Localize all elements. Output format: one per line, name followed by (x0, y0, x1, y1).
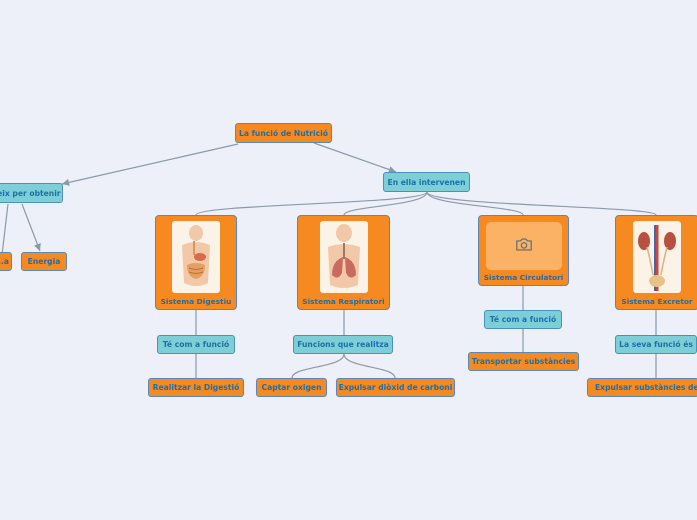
respiratory-system-illustration (319, 221, 368, 293)
right-branch-label: En ella intervenen (387, 177, 466, 187)
left-branch-label: ...eix per obtenir (0, 188, 61, 198)
relation-label-circulatori: Té com a funció (489, 315, 557, 324)
digestive-system-illustration (172, 221, 220, 293)
function-node-expulsar-substancies[interactable]: Expulsar substàncies de r... (587, 378, 697, 397)
function-node-captar-oxigen[interactable]: Captar oxigen (256, 378, 327, 397)
function-node-transportar[interactable]: Transportar substàncies (468, 352, 579, 371)
relation-node-digestiu[interactable]: Té com a funció (157, 335, 235, 354)
left-child-a-label: ...a (0, 257, 9, 266)
left-child-energia-node[interactable]: Energia (21, 252, 67, 271)
relation-label-digestiu: Té com a funció (162, 340, 230, 349)
function-label-transportar: Transportar substàncies (471, 357, 576, 366)
function-node-digestio[interactable]: Realitzar la Digestió (148, 378, 244, 397)
link-root-left (61, 143, 239, 186)
relation-label-respiratori: Funcions que realitza (297, 340, 389, 349)
system-label-respiratori: Sistema Respiratori (302, 297, 385, 306)
function-node-expulsar-co2[interactable]: Expulsar diòxid de carboni (336, 378, 455, 397)
link-right-circulatori (426, 191, 524, 216)
relation-label-excretor: La seva funció és (619, 340, 693, 349)
system-label-circulatori: Sistema Circulatori (483, 273, 564, 282)
link-respiratori-f1 (291, 353, 345, 379)
link-left-energia (21, 203, 41, 252)
camera-icon (515, 237, 533, 256)
system-label-excretor: Sistema Excretor (621, 297, 693, 306)
root-label: La funció de Nutrició (239, 128, 328, 138)
link-right-digestiu (195, 191, 428, 216)
function-label-digestio: Realitzar la Digestió (152, 383, 240, 392)
relation-node-circulatori[interactable]: Té com a funció (484, 310, 562, 329)
system-card-excretor[interactable]: Sistema Excretor (615, 215, 697, 310)
left-branch-node[interactable]: ...eix per obtenir (0, 183, 63, 203)
system-card-respiratori[interactable]: Sistema Respiratori (297, 215, 390, 310)
relation-node-excretor[interactable]: La seva funció és (615, 335, 697, 354)
function-label-captar-oxigen: Captar oxigen (261, 383, 322, 392)
link-left-a (1, 203, 9, 256)
relation-node-respiratori[interactable]: Funcions que realitza (293, 335, 393, 354)
link-root-right (313, 142, 397, 173)
excretory-system-illustration (633, 221, 681, 293)
function-label-expulsar-co2: Expulsar diòxid de carboni (338, 383, 453, 392)
left-child-a-node[interactable]: ...a (0, 252, 12, 271)
system-card-digestiu[interactable]: Sistema Digestiu (155, 215, 237, 310)
link-right-excretor (426, 191, 657, 216)
image-placeholder (485, 222, 562, 270)
system-label-digestiu: Sistema Digestiu (160, 297, 232, 306)
right-branch-node[interactable]: En ella intervenen (383, 172, 470, 192)
root-node[interactable]: La funció de Nutrició (235, 123, 332, 143)
left-child-energia-label: Energia (27, 257, 61, 266)
link-right-respiratori (343, 191, 428, 216)
link-respiratori-f2 (343, 353, 396, 379)
function-label-expulsar-substancies: Expulsar substàncies de r... (595, 383, 697, 392)
system-card-circulatori[interactable]: Sistema Circulatori (478, 215, 569, 286)
